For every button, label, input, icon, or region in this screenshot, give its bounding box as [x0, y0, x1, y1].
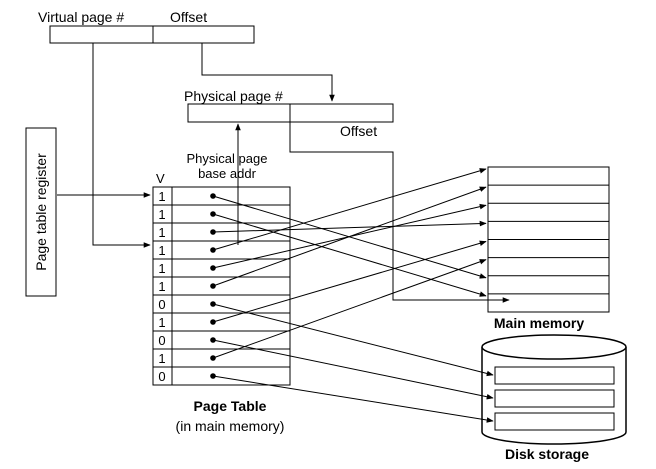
physical-offset-field: [289, 103, 394, 123]
page-table-register-label: Page table register: [33, 153, 49, 271]
main-memory-frames: [488, 184, 609, 295]
virtual-offset-label: Offset: [170, 9, 207, 25]
valid-bit: 0: [158, 369, 165, 384]
valid-bit: 1: [158, 261, 165, 276]
valid-bit: 1: [158, 243, 165, 258]
page-table-title: Page Table: [194, 398, 267, 414]
page-table-rows: 1 1 1 1 1 1 0 1 0 1 0: [153, 189, 290, 384]
pointer-to-memory-frame: [212, 259, 487, 359]
disk-block: [494, 389, 615, 408]
offset-copy-arrow: [201, 43, 335, 102]
valid-bit: 1: [158, 279, 165, 294]
disk-storage-title: Disk storage: [505, 446, 589, 462]
valid-bit: 0: [158, 333, 165, 348]
page-table-register-box: [25, 127, 57, 297]
base-address-header-line-1: Physical page: [187, 151, 268, 166]
page-table-register: Page table register: [25, 127, 57, 297]
physical-page-number-field: [187, 103, 291, 123]
disk-cylinder-top: [481, 334, 627, 360]
valid-bit: 1: [158, 207, 165, 222]
valid-bit: 1: [158, 351, 165, 366]
pointer-to-disk-block: [212, 303, 494, 377]
disk-block: [494, 412, 615, 431]
pointer-to-memory-frame: [212, 220, 487, 233]
pointer-to-memory-frame: [212, 213, 487, 297]
page-table-pointers: [212, 168, 494, 423]
disk-block: [494, 366, 615, 385]
valid-bit: 1: [158, 189, 165, 204]
pointer-to-memory-frame: [212, 168, 487, 251]
valid-column-header: V: [156, 171, 165, 186]
pointer-to-disk-block: [212, 339, 494, 400]
physical-offset-label: Offset: [340, 123, 377, 139]
valid-bit: 1: [158, 315, 165, 330]
virtual-page-number-label: Virtual page #: [38, 9, 124, 25]
physical-page-number-label: Physical page #: [184, 88, 283, 104]
pointer-to-disk-block: [212, 375, 494, 423]
base-address-header-line-2: base addr: [198, 166, 256, 181]
page-table-subtitle: (in main memory): [176, 418, 285, 434]
main-memory: Main memory: [487, 166, 610, 331]
main-memory-title: Main memory: [494, 315, 584, 331]
virtual-offset-field: [152, 25, 255, 44]
disk-storage: Disk storage: [481, 334, 627, 462]
pointer-to-memory-frame: [212, 186, 487, 287]
virtual-page-number-field: [49, 25, 154, 44]
vpn-index-arrow: [92, 43, 151, 248]
physical-address-to-memory-arrow: [289, 122, 510, 303]
page-table: V Physical page base addr 1 1 1 1 1 1 0 1 0 1 0 Pa…: [152, 151, 291, 434]
virtual-address: Virtual page # Offset: [38, 9, 255, 44]
valid-bit: 1: [158, 225, 165, 240]
address-flow-arrows: [57, 43, 510, 303]
valid-bit: 0: [158, 297, 165, 312]
pointer-to-memory-frame: [212, 240, 487, 323]
physical-address: Physical page # Offset: [184, 88, 394, 139]
page-table-box: [152, 186, 291, 386]
